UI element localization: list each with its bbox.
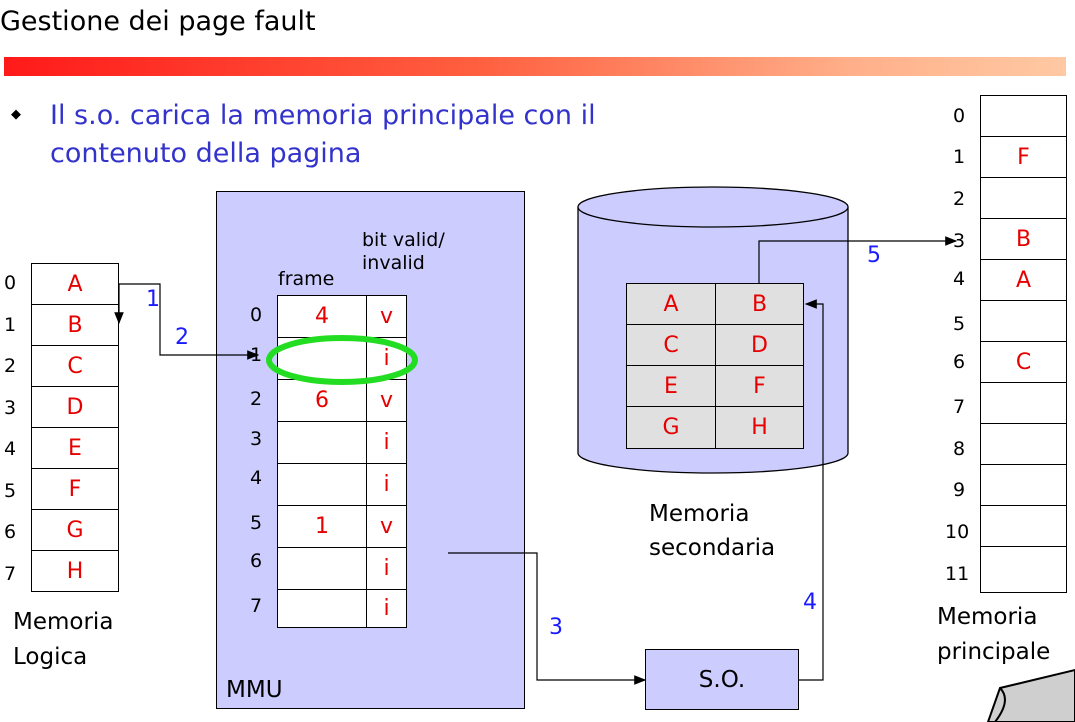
valid-bit-cell: v xyxy=(366,505,407,548)
step2-arrow xyxy=(119,283,260,360)
logical-index: 5 xyxy=(4,480,17,502)
secondary-page-cell: B xyxy=(715,283,804,325)
main-memory-index: 1 xyxy=(953,146,966,168)
main-memory-index: 10 xyxy=(945,521,970,543)
secondary-page-cell: E xyxy=(626,365,716,407)
main-memory-frame xyxy=(980,546,1067,593)
page-table-index: 6 xyxy=(250,550,263,572)
frame-header: frame xyxy=(278,268,335,290)
main-memory-index: 11 xyxy=(945,563,970,585)
page-table-index: 4 xyxy=(250,467,263,489)
logical-index: 4 xyxy=(4,438,17,460)
secondary-page-cell: H xyxy=(715,406,804,449)
valid-bit-cell: i xyxy=(366,589,407,628)
secondary-page-cell: A xyxy=(626,283,716,325)
main-memory-label: Memoria xyxy=(937,604,1038,630)
main-memory-index: 0 xyxy=(953,105,966,127)
page-table-index: 5 xyxy=(250,512,263,534)
step-label: 1 xyxy=(146,287,160,312)
logical-index: 7 xyxy=(4,563,17,585)
logical-page-cell: C xyxy=(31,345,119,387)
step5-arrow xyxy=(758,236,958,283)
secondary-page-cell: D xyxy=(715,324,804,366)
slide-title: Gestione dei page fault xyxy=(0,6,316,37)
step-label: 3 xyxy=(549,615,563,640)
secondary-memory-label: secondaria xyxy=(649,535,776,561)
os-box: S.O. xyxy=(645,649,799,710)
main-memory-index: 3 xyxy=(953,230,966,252)
frame-cell: 6 xyxy=(277,379,367,422)
step3-arrow xyxy=(448,552,647,685)
main-memory-index: 5 xyxy=(953,313,966,335)
main-memory-frame xyxy=(980,423,1067,465)
step-label: 2 xyxy=(175,325,189,350)
logical-index: 3 xyxy=(4,397,17,419)
bullet-text: Il s.o. carica la memoria principale con… xyxy=(50,100,596,169)
valid-bit-cell: v xyxy=(366,295,407,338)
frame-cell xyxy=(277,589,367,628)
logical-index: 1 xyxy=(4,314,17,336)
page-table-index: 2 xyxy=(250,388,263,410)
logical-page-cell: H xyxy=(31,550,119,592)
logical-index: 6 xyxy=(4,521,17,543)
step4-arrow xyxy=(799,299,824,681)
main-memory-frame xyxy=(980,300,1067,342)
page-table-index: 3 xyxy=(250,428,263,450)
valid-bit-cell: i xyxy=(366,421,407,464)
bit-header: invalid xyxy=(362,252,425,274)
step-label: 5 xyxy=(867,243,881,268)
main-memory-frame xyxy=(980,382,1067,424)
main-memory-index: 9 xyxy=(953,479,966,501)
frame-cell xyxy=(277,421,367,464)
logical-index: 0 xyxy=(4,272,17,294)
main-memory-frame xyxy=(980,464,1067,506)
bit-header: bit valid/ xyxy=(362,229,445,251)
main-memory-index: 4 xyxy=(953,268,966,290)
page-table-index: 7 xyxy=(250,595,263,617)
main-memory-frame: A xyxy=(980,259,1067,301)
logical-page-cell: B xyxy=(31,304,119,346)
bullet-icon: ◆ xyxy=(11,107,21,122)
main-memory-index: 7 xyxy=(953,396,966,418)
valid-bit-cell: i xyxy=(366,547,407,590)
page-table-index: 0 xyxy=(250,304,263,326)
secondary-page-cell: G xyxy=(626,406,716,449)
main-memory-index: 6 xyxy=(953,351,966,373)
page-curl-icon xyxy=(986,668,1075,722)
logical-page-cell: F xyxy=(31,468,119,510)
logical-index: 2 xyxy=(4,355,17,377)
step-label: 4 xyxy=(803,590,817,615)
title-gradient-bar xyxy=(4,57,1066,76)
logical-page-cell: A xyxy=(31,263,119,305)
logical-page-cell: D xyxy=(31,386,119,428)
valid-bit-cell: i xyxy=(366,463,407,506)
main-memory-frame xyxy=(980,177,1067,219)
main-memory-label: principale xyxy=(937,639,1051,665)
secondary-memory-label: Memoria xyxy=(649,501,750,527)
main-memory-frame xyxy=(980,95,1067,137)
main-memory-frame: F xyxy=(980,136,1067,178)
mmu-label: MMU xyxy=(226,677,283,703)
frame-cell: 4 xyxy=(277,295,367,338)
logical-memory-label: Logica xyxy=(13,644,88,670)
main-memory-index: 2 xyxy=(953,188,966,210)
main-memory-index: 8 xyxy=(953,438,966,460)
logical-memory-label: Memoria xyxy=(13,609,114,635)
page-fault-highlight-ellipse xyxy=(266,335,418,385)
